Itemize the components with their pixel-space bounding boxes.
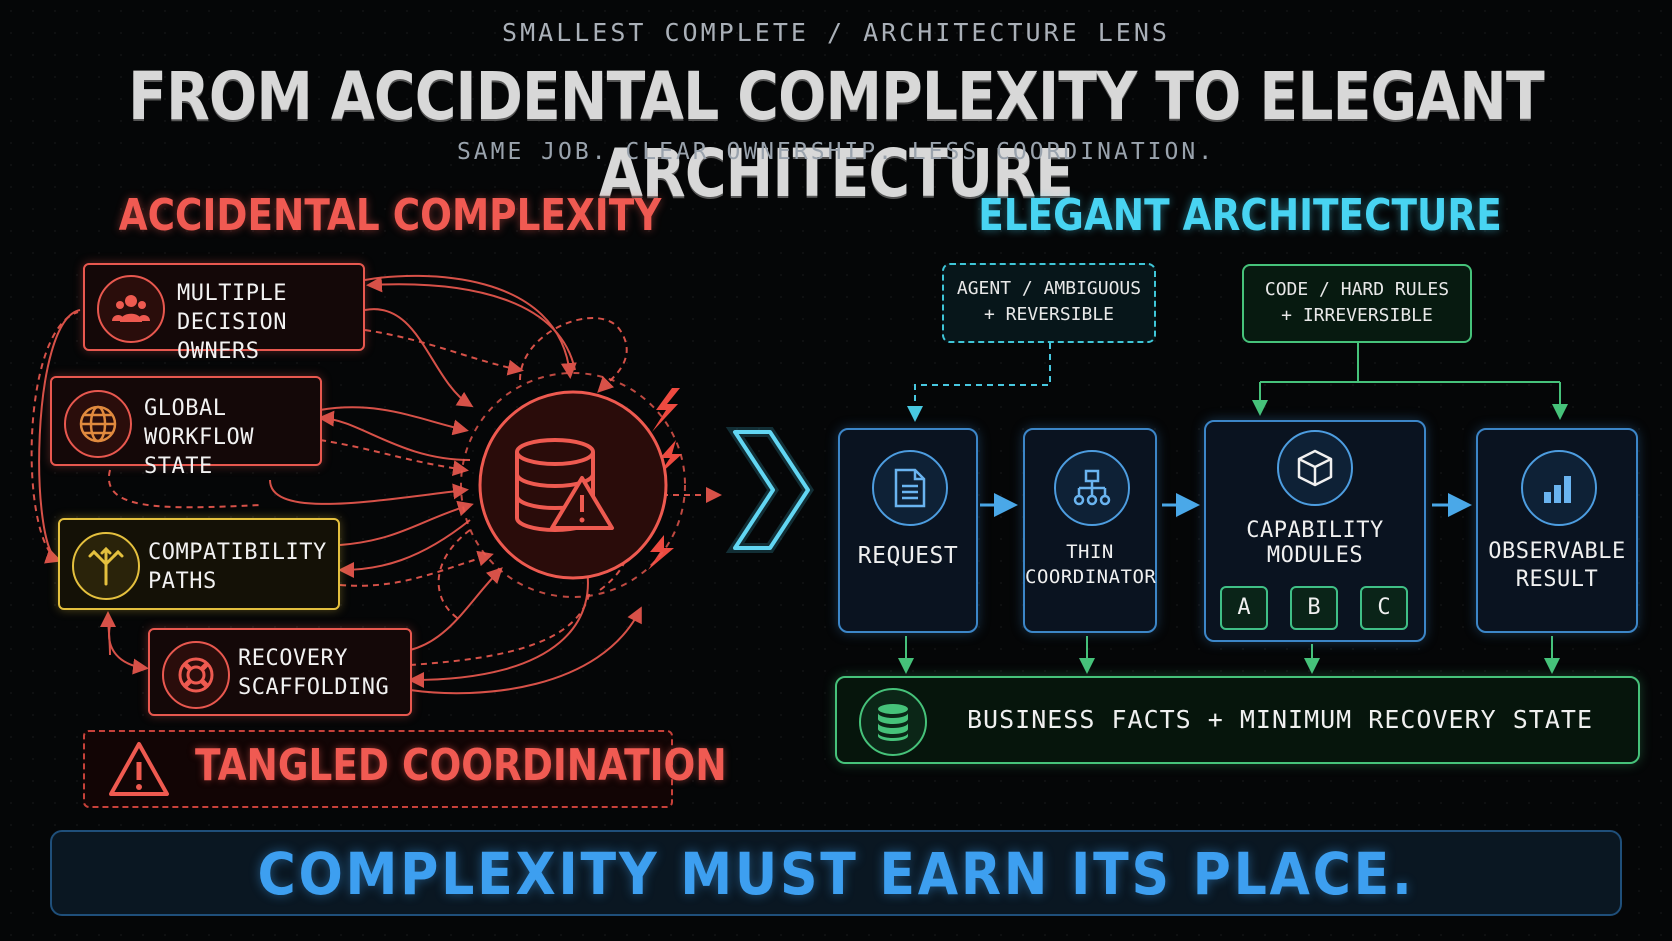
request-step: REQUEST: [838, 428, 978, 633]
users-icon: [97, 275, 165, 343]
tangled-coordination-warning: TANGLED COORDINATION: [83, 730, 727, 808]
coordinator-step: THIN COORDINATOR: [1023, 428, 1157, 633]
globe-icon: [64, 390, 132, 458]
observable-result-step: OBSERVABLE RESULT: [1476, 428, 1638, 633]
agent-tag: AGENT / AMBIGUOUS + REVERSIBLE: [942, 263, 1156, 343]
coordinator-label: THIN COORDINATOR: [1025, 541, 1157, 588]
decision-owners-label: MULTIPLE DECISION OWNERS: [177, 281, 287, 364]
compatibility-paths-box: COMPATIBILITY PATHS: [58, 518, 340, 610]
decision-owners-box: MULTIPLE DECISION OWNERS: [83, 263, 365, 364]
kicker-text: SMALLEST COMPLETE / ARCHITECTURE LENS: [502, 18, 1170, 47]
workflow-state-box: GLOBAL WORKFLOW STATE: [50, 376, 322, 479]
lifebuoy-icon: [162, 641, 230, 709]
code-tag: CODE / HARD RULES + IRREVERSIBLE: [1242, 264, 1472, 343]
left-section-title: ACCIDENTAL COMPLEXITY: [118, 190, 662, 241]
capability-modules-label: CAPABILITY MODULES: [1246, 518, 1384, 568]
module-c: C: [1360, 586, 1408, 630]
page-subtitle: SAME JOB. CLEAR OWNERSHIP. LESS COORDINA…: [456, 139, 1216, 165]
recovery-scaffolding-label: RECOVERY SCAFFOLDING: [238, 646, 390, 700]
request-label: REQUEST: [857, 543, 959, 569]
module-a: A: [1220, 586, 1268, 630]
recovery-scaffolding-box: RECOVERY SCAFFOLDING: [148, 628, 412, 716]
page-title: FROM ACCIDENTAL COMPLEXITY TO ELEGANT AR…: [128, 58, 1545, 212]
branch-arrows-icon: [72, 532, 140, 600]
bar-chart-icon: [1521, 450, 1597, 526]
business-facts-label: BUSINESS FACTS + MINIMUM RECOVERY STATE: [967, 705, 1593, 734]
capability-modules-step: CAPABILITY MODULES A B C: [1204, 420, 1426, 642]
document-icon: [872, 450, 948, 526]
banner-text: COMPLEXITY MUST EARN ITS PLACE.: [257, 840, 1415, 908]
observable-result-label: OBSERVABLE RESULT: [1488, 539, 1626, 592]
module-b: B: [1290, 586, 1338, 630]
workflow-state-label: GLOBAL WORKFLOW STATE: [144, 396, 254, 479]
warning-icon: [109, 742, 169, 796]
bottom-banner: COMPLEXITY MUST EARN ITS PLACE.: [50, 830, 1622, 916]
hierarchy-icon: [1054, 450, 1130, 526]
business-facts-bar: BUSINESS FACTS + MINIMUM RECOVERY STATE: [835, 676, 1640, 764]
warning-label: TANGLED COORDINATION: [195, 740, 727, 791]
compatibility-paths-label: COMPATIBILITY PATHS: [148, 540, 327, 594]
right-section-title: ELEGANT ARCHITECTURE: [978, 190, 1502, 241]
database-icon: [859, 688, 927, 756]
cube-icon: [1277, 430, 1353, 506]
